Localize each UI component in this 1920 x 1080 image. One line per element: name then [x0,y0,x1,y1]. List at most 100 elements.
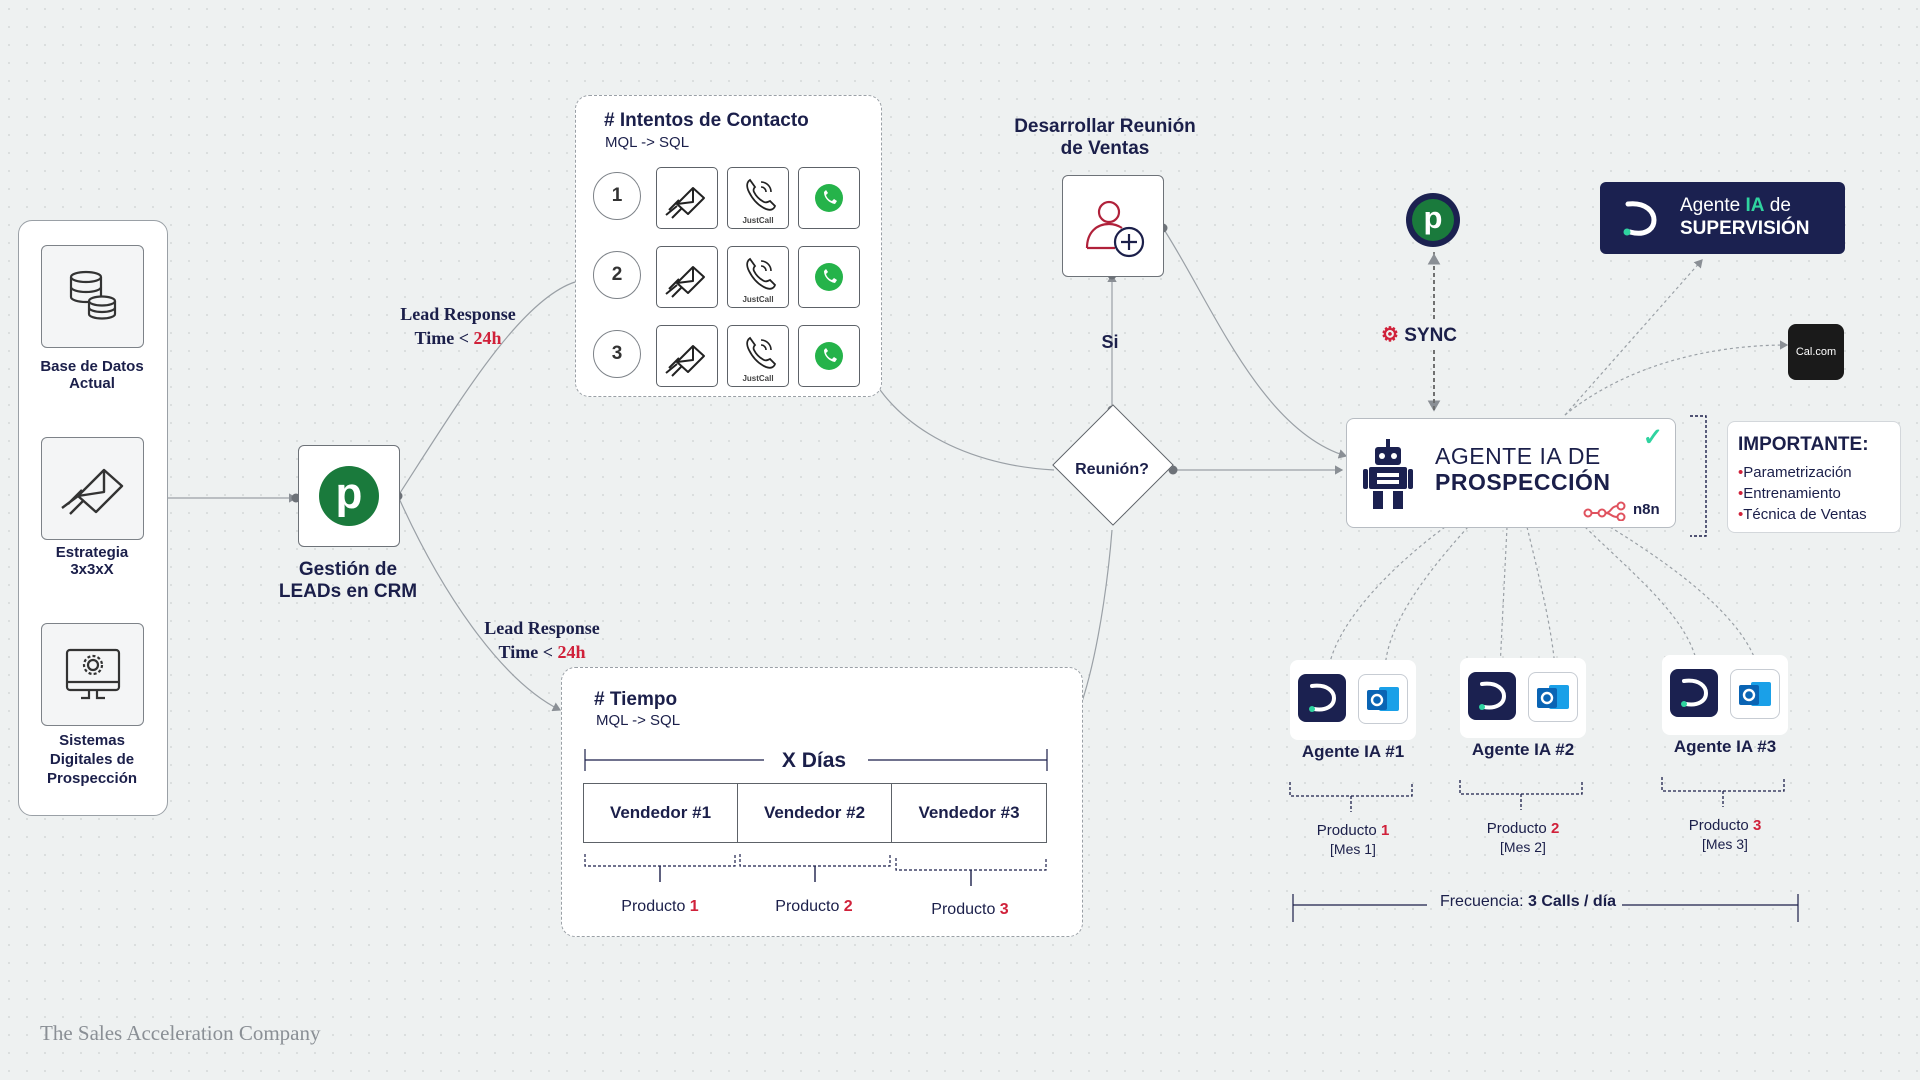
sync-label: SYNC [1404,325,1458,346]
product-1-label: Producto 1 [583,898,737,916]
meeting-title: Desarrollar Reunión de Ventas [1014,116,1196,159]
meeting-tile [1062,175,1164,277]
supervision-line2: SUPERVISIÓN [1680,218,1810,239]
lead-response-top-time: 24h [473,328,502,348]
attempt-number: 3 [593,330,641,378]
gear-icon: ⚙ [1381,324,1399,346]
agent-card [1290,660,1416,740]
envelope-send-icon [61,468,124,515]
dialpad-logo-icon [1623,201,1657,236]
supervision-suffix: de [1764,195,1791,216]
email-icon [656,167,718,229]
prospection-line2: PROSPECCIÓN [1435,469,1611,495]
important-list: •Parametrización •Entrenamiento •Técnica d… [1738,462,1867,525]
days-label: X Días [781,749,847,772]
whatsapp-icon [798,325,860,387]
agent-card [1662,655,1788,735]
yes-label: Si [1101,332,1119,352]
important-item: •Técnica de Ventas [1738,506,1867,523]
supervision-ia: IA [1745,195,1765,216]
product-brackets [584,854,1047,886]
contact-attempts-title: # Intentos de Contacto [604,110,809,131]
agent-bracket [1459,780,1583,810]
prospection-card: AGENTE IA DE PROSPECCIÓN ✓ n8n [1346,418,1676,528]
frequency-bracket [1292,894,1799,922]
frequency-value: 3 Calls / día [1528,893,1617,910]
dialpad-icon [1298,674,1346,722]
sync-label-wrap: ⚙ SYNC [1378,320,1461,349]
phone-icon: JustCall [727,325,789,387]
time-subtitle: MQL -> SQL [596,712,681,729]
important-card: IMPORTANTE: •Parametrización •Entrenamien… [1727,421,1901,533]
contact-attempts-subtitle: MQL -> SQL [605,134,690,151]
justcall-label: JustCall [742,374,774,383]
lead-response-top: Lead Response Time < 24h [388,278,528,350]
whatsapp-icon [798,167,860,229]
frequency-prefix: Frecuencia: [1439,893,1528,910]
product-3-text: Producto [931,901,1000,918]
outlook-icon [1358,674,1408,724]
outlook-icon [1730,669,1780,719]
prospection-line1: AGENTE IA DE [1435,443,1601,469]
digital-systems-label: Sistemas Digitales de Prospección [46,732,138,787]
database-tile [41,245,144,348]
pipedrive-sync-logo: p [1406,193,1460,247]
strategy-label: Estrategia 3x3xX [55,544,129,578]
outlook-icon [1528,672,1578,722]
important-item: •Entrenamiento [1738,485,1841,502]
calcom-label: Cal.com [1795,346,1837,358]
agent-bracket [1289,782,1413,812]
phone-icon: JustCall [727,246,789,308]
justcall-label: JustCall [742,295,774,304]
dialpad-icon [1468,672,1516,720]
robot-icon [1363,439,1413,509]
pipedrive-logo: p [319,466,379,526]
product-3-label: Producto 3 [893,901,1047,919]
whatsapp-icon [798,246,860,308]
decision-label: Reunión? [1075,461,1149,478]
justcall-label: JustCall [742,216,774,225]
important-title: IMPORTANTE: [1738,434,1869,455]
frequency-label: Frecuencia: 3 Calls / día [1428,893,1628,911]
supervision-card: Agente IA de SUPERVISIÓN [1600,182,1845,254]
dialpad-icon [1670,669,1718,717]
pipedrive-sync-letter: p [1423,200,1443,235]
email-icon [656,246,718,308]
agent-name: Agente IA #3 [1673,737,1777,756]
database-label: Base de Datos Actual [40,358,144,392]
calcom-card: Cal.com [1788,324,1844,380]
product-3-num: 3 [999,901,1009,918]
product-2-label: Producto 2 [737,898,891,916]
agent-name: Agente IA #2 [1471,740,1575,759]
n8n-logo-icon [1583,501,1626,521]
seller-1: Vendedor #1 [583,783,738,843]
add-user-icon [1085,200,1145,258]
attempt-number: 1 [593,172,641,220]
digital-systems-tile [41,623,144,726]
days-bracket [584,749,1048,771]
crm-label: Gestión de LEADs en CRM [278,559,418,602]
attempt-number: 2 [593,251,641,299]
product-1-text: Producto [621,898,690,915]
agent-product: Producto 1[Mes 1] [1316,822,1390,857]
agent-card [1460,658,1586,738]
lead-response-bottom: Lead Response Time < 24h [472,592,612,664]
footer-text: The Sales Acceleration Company [40,1021,321,1045]
strategy-tile [41,437,144,540]
product-2-text: Producto [775,898,844,915]
lead-response-bottom-time: 24h [557,642,586,662]
n8n-label: n8n [1633,501,1660,518]
crm-tile: p [298,445,400,547]
database-icon [69,270,117,320]
seller-2: Vendedor #2 [737,783,892,843]
lead-response-bottom-text: Lead Response Time < [484,618,600,662]
important-item: •Parametrización [1738,464,1852,481]
product-2-num: 2 [843,898,853,915]
monitor-gear-icon [65,648,121,700]
agent-bracket [1661,777,1785,807]
seller-3: Vendedor #3 [891,783,1047,843]
lead-response-top-text: Lead Response Time < [400,304,516,348]
check-icon: ✓ [1642,424,1663,451]
product-1-num: 1 [689,898,699,915]
time-title: # Tiempo [594,689,678,710]
